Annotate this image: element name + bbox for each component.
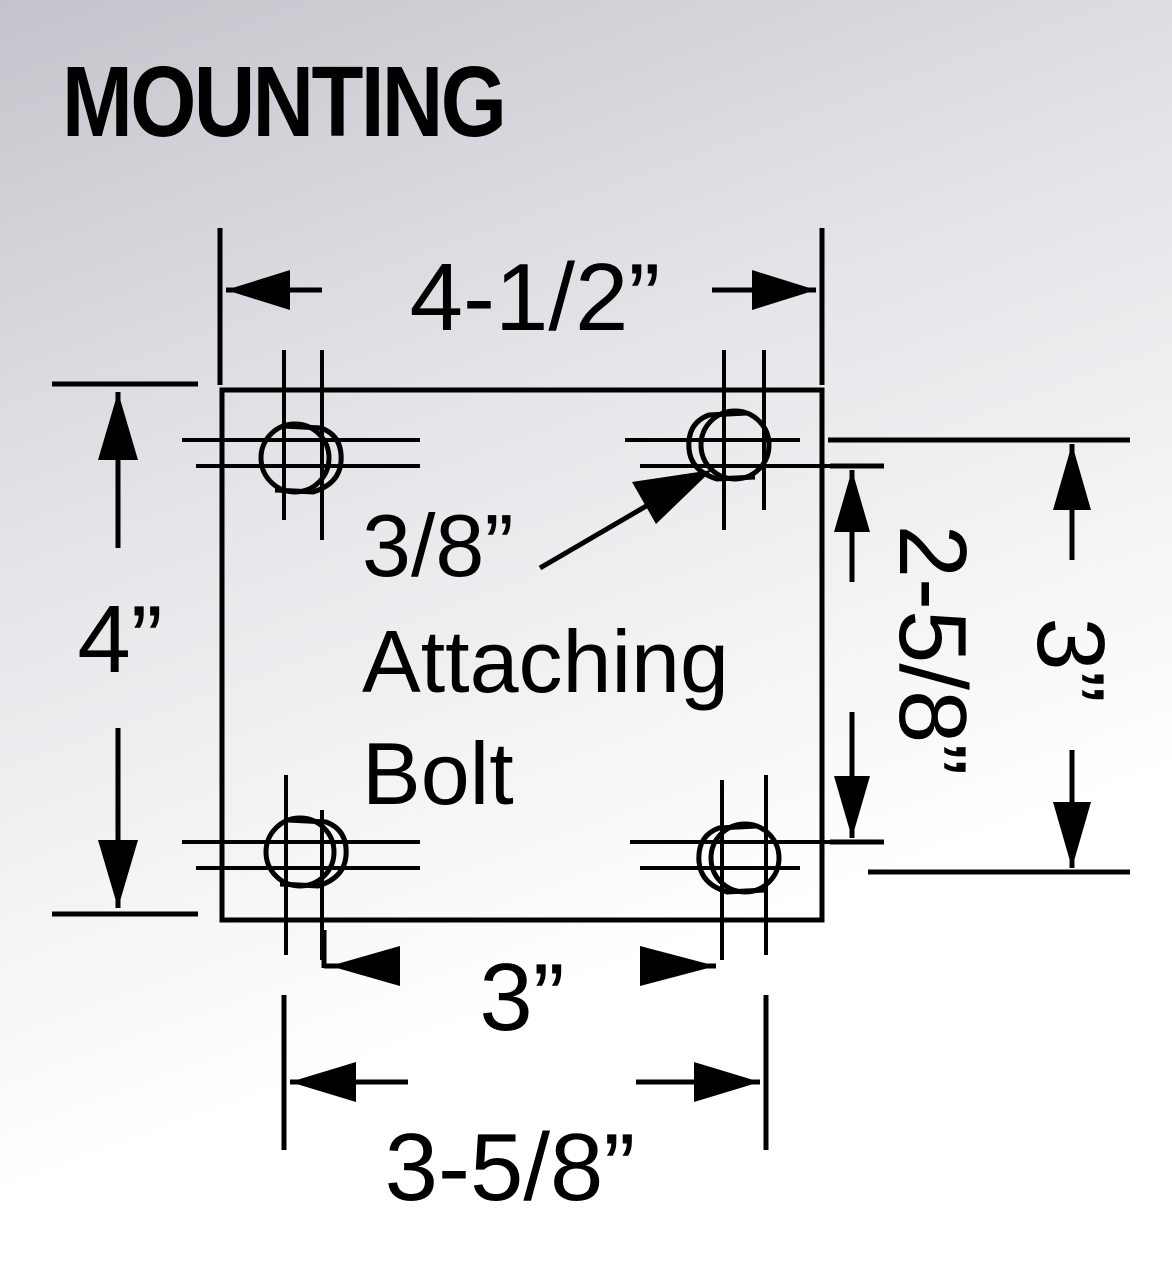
bolt-hole-top-right [689,411,769,479]
bolt-note-line1: Attaching [362,612,729,711]
bolt-hole-bottom-left [266,818,346,886]
right-outer-dimension [828,437,1130,875]
right-inner-dimension [830,463,884,845]
bolt-note-line2: Bolt [362,724,514,823]
mounting-plate [219,387,825,923]
left-height-dimension [52,381,198,917]
bottom-width-dimension [281,995,769,1150]
bolt-spacing-dimension [321,930,716,986]
bolt-size-label: 3/8” [362,496,514,595]
bolt-spacing-label: 3” [479,944,564,1051]
bolt-callout-leader [538,470,712,571]
right-inner-label: 2-5/8” [879,525,986,776]
bolt-hole-top-left [261,424,341,492]
bottom-width-label: 3-5/8” [385,1114,636,1221]
page-title: MOUNTING [62,46,507,158]
right-outer-label: 3” [1017,617,1124,702]
top-width-dimension [217,228,825,385]
top-width-label: 4-1/2” [410,244,661,351]
left-height-label: 4” [77,586,162,693]
